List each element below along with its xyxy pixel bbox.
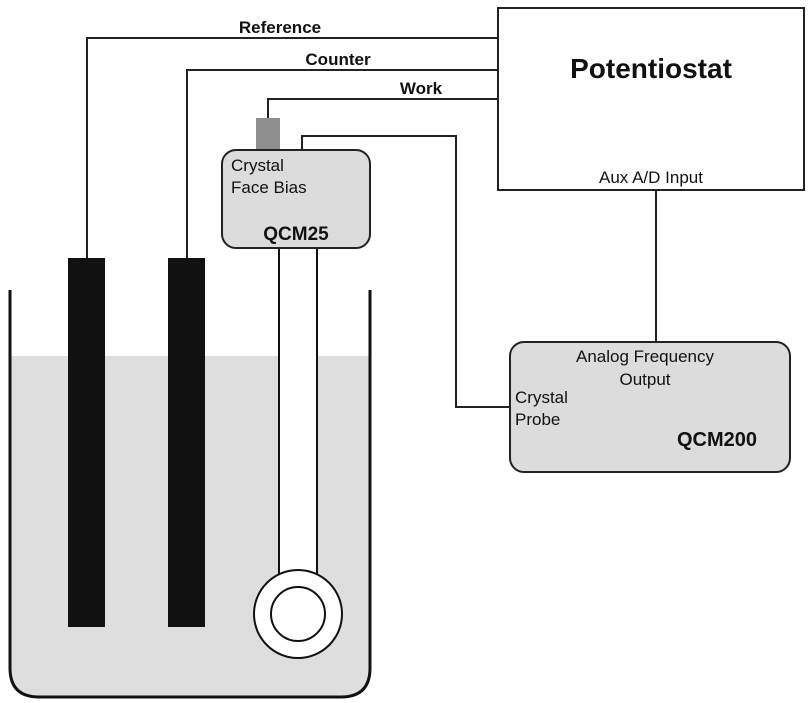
qcm200-name: QCM200	[677, 429, 757, 451]
work-wire	[267, 98, 498, 119]
qcm25-label-crystal: Crystal	[231, 156, 284, 175]
qcm25-box: Crystal Face Bias QCM25	[221, 149, 371, 249]
potentiostat-title: Potentiostat	[570, 53, 732, 84]
reference-electrode	[68, 258, 105, 627]
work-connector	[256, 118, 280, 152]
qcm200-box-shape	[509, 341, 791, 473]
qcm25-box-shape	[221, 149, 371, 249]
potentiostat-box-shape	[497, 7, 805, 191]
crystal-holder	[253, 569, 343, 659]
analog-frequency-label: Analog Frequency	[576, 347, 714, 366]
beaker-wall	[8, 290, 372, 699]
work-wire-label: Work	[400, 79, 443, 98]
reference-wire-label: Reference	[239, 18, 321, 37]
counter-wire	[186, 69, 498, 258]
counter-wire-label: Counter	[305, 50, 371, 69]
crystal-probe-stem	[278, 248, 318, 588]
output-label: Output	[619, 370, 670, 389]
crystal-probe-label-2: Probe	[515, 410, 560, 429]
counter-electrode	[168, 258, 205, 627]
qcm200-box: Analog Frequency Output Crystal Probe QC…	[509, 341, 791, 473]
crystal-probe-wire	[301, 135, 510, 408]
potentiostat-box: Potentiostat Aux A/D Input	[497, 7, 805, 191]
reference-wire	[86, 37, 498, 258]
crystal-probe-label-1: Crystal	[515, 388, 568, 407]
qcm25-label-face-bias: Face Bias	[231, 178, 307, 197]
aux-ad-input-label: Aux A/D Input	[599, 168, 703, 187]
qcm25-name: QCM25	[263, 224, 329, 245]
